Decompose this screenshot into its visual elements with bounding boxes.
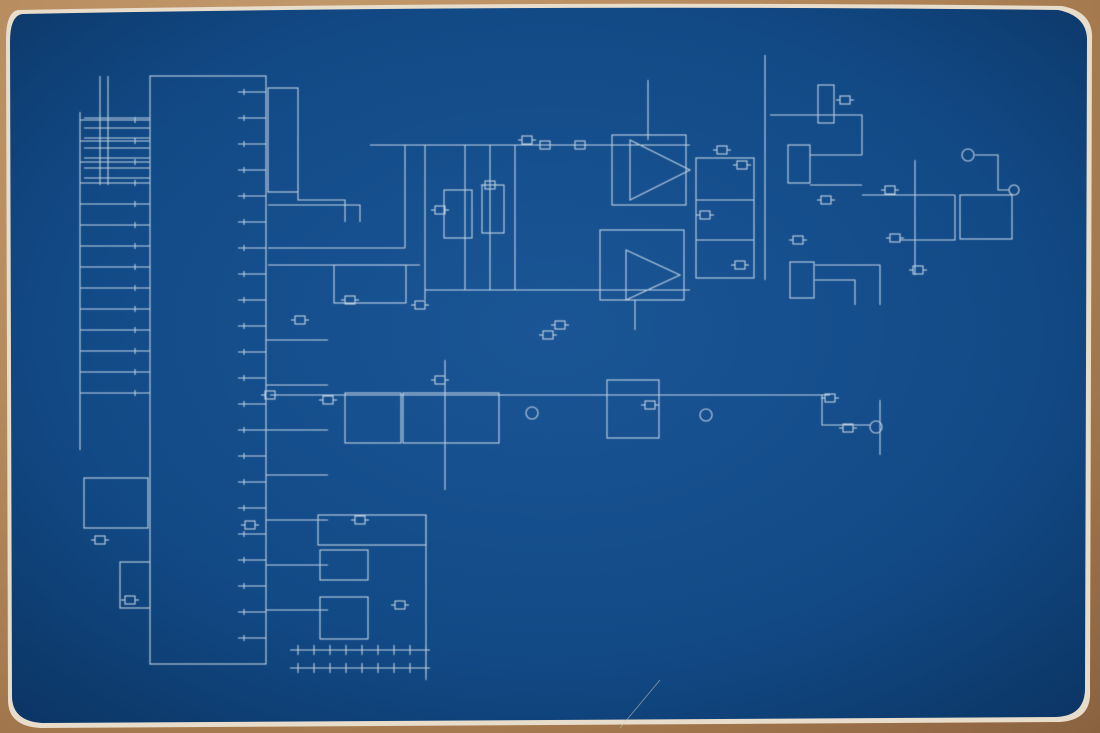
output-stage	[959, 194, 1013, 240]
probe-point-2	[699, 408, 713, 422]
lamp-indicator-1	[961, 148, 975, 162]
paper-cyanotype	[10, 7, 1088, 723]
filter-block	[695, 157, 755, 279]
probe-point-1	[525, 406, 539, 420]
component-marks	[91, 95, 927, 610]
block-a	[344, 392, 402, 444]
header-block	[267, 87, 299, 193]
probe-point-3	[869, 420, 883, 434]
relay-upper	[787, 144, 811, 184]
bottom-terminal-ticks	[297, 645, 427, 673]
left-pin-lines	[80, 117, 150, 396]
left-connector-block	[79, 75, 267, 665]
left-small-block	[119, 561, 151, 609]
left-sub-block	[83, 477, 149, 529]
paper-crease	[619, 679, 661, 729]
output-cap	[817, 84, 835, 124]
block-b	[402, 392, 500, 444]
opamp-upper	[611, 134, 692, 206]
circuit-schematic	[79, 55, 1020, 680]
opamp-lower	[599, 229, 685, 301]
block-c	[606, 379, 660, 439]
chip-right-pins	[238, 89, 328, 641]
ic-main-chip	[149, 75, 267, 665]
relay-lower	[789, 261, 815, 299]
